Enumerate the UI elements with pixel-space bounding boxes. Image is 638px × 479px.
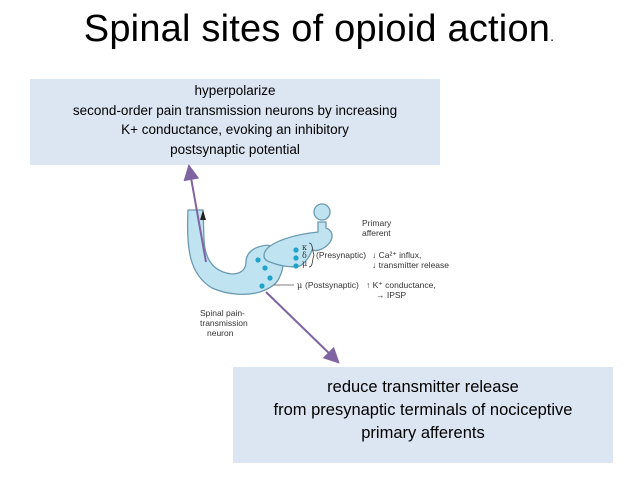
receptor-dot-post-4 [259, 283, 265, 289]
neuron-label-1: Spinal pain- [200, 308, 245, 318]
arrow-to-bottom-box [265, 291, 340, 364]
presynaptic-effect-2: ↓ transmitter release [372, 260, 449, 270]
mu-post-label: μ [297, 281, 302, 290]
receptor-dot-post-2 [262, 265, 268, 271]
receptor-dot-mu-pre [293, 263, 299, 269]
bottom-box-line-3: primary afferents [361, 424, 485, 442]
top-box-line-3: K+ conductance, evoking an inhibitory [121, 122, 349, 137]
kappa-label: κ [302, 243, 307, 252]
receptor-dot-kappa [293, 247, 299, 253]
signal-arrow-icon [200, 210, 206, 220]
slide-title: Spinal sites of opioid action. [0, 8, 638, 51]
postsynaptic-effect-2: → IPSP [376, 290, 407, 300]
title-text: Spinal sites of opioid action [83, 8, 551, 50]
bottom-box-line-2: from presynaptic terminals of nociceptiv… [273, 401, 573, 419]
neuron-label-3: neuron [207, 328, 234, 338]
receptor-dot-delta [293, 255, 299, 261]
postsynaptic-action-box: hyperpolarize second-order pain transmis… [30, 79, 440, 165]
postsynaptic-label: (Postsynaptic) [305, 280, 359, 290]
delta-label: δ [302, 251, 307, 260]
primary-afferent-label-2: afferent [362, 228, 391, 238]
presynaptic-action-box: reduce transmitter release from presynap… [233, 367, 613, 463]
postsynaptic-effect-1: ↑ K⁺ conductance, [366, 280, 436, 290]
top-box-line-4: postsynaptic potential [170, 141, 300, 157]
arrow-to-top-box [183, 164, 207, 263]
top-box-line-1: hyperpolarize [194, 83, 276, 98]
presynaptic-label: (Presynaptic) [316, 250, 366, 260]
primary-afferent-label-1: Primary [362, 218, 392, 228]
receptor-dot-post-3 [267, 275, 273, 281]
mu-pre-label: μ [302, 259, 307, 268]
presynaptic-effect-1: ↓ Ca²⁺ influx, [372, 250, 421, 260]
primary-afferent-knob [313, 203, 331, 221]
bottom-box-line-1: reduce transmitter release [327, 378, 519, 396]
top-box-line-2: second-order pain transmission neurons b… [72, 102, 398, 118]
title-dot: . [550, 28, 555, 44]
receptor-bracket [308, 242, 315, 268]
neuron-label-2: transmission [200, 318, 248, 328]
primary-afferent-shape [263, 221, 333, 268]
receptor-dot-post-1 [255, 257, 261, 263]
